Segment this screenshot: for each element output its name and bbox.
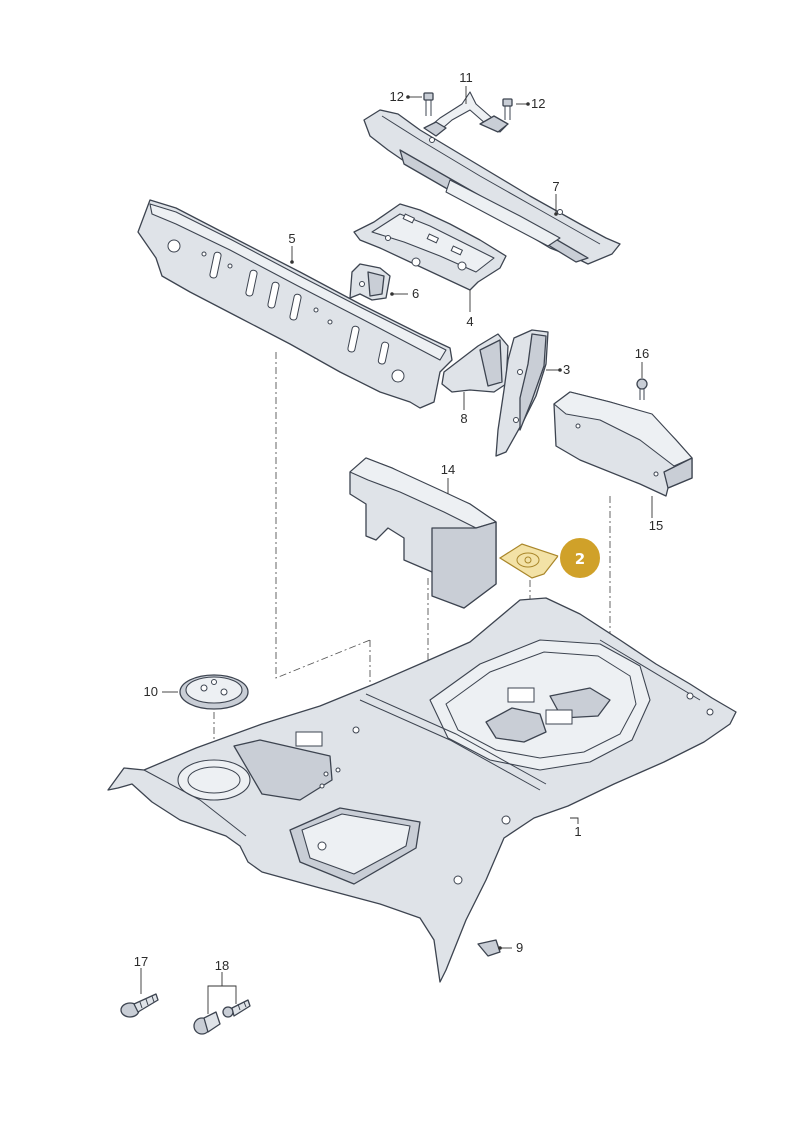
label-9: 9 [516, 940, 523, 955]
badge-circle[interactable] [558, 536, 602, 580]
part-10-grommet [179, 674, 249, 710]
part-1-floor-pan [107, 597, 737, 983]
part-number-labels: 11 12 12 7 5 6 4 3 8 16 14 15 10 1 9 17 … [134, 70, 663, 973]
label-8: 8 [460, 411, 467, 426]
label-15: 15 [649, 518, 663, 533]
part-7-cross-member [363, 109, 621, 265]
part-17-screw [120, 993, 159, 1018]
badge-number: 2 [575, 550, 585, 568]
part-12-bolts [423, 92, 513, 120]
label-17: 17 [134, 954, 148, 969]
label-7: 7 [552, 179, 559, 194]
part-5-rear-panel [137, 199, 453, 409]
part-6-bracket [349, 263, 391, 301]
label-16: 16 [635, 346, 649, 361]
label-11: 11 [459, 70, 473, 85]
label-1: 1 [574, 824, 581, 839]
part-15-insulation [553, 391, 693, 497]
leader-dots [290, 95, 562, 950]
leader-lines [140, 86, 653, 1014]
part-4-plate [353, 203, 507, 291]
label-12-left: 12 [390, 89, 404, 104]
label-4: 4 [466, 314, 473, 329]
label-3: 3 [563, 362, 570, 377]
label-14: 14 [441, 462, 455, 477]
label-12-right: 12 [531, 96, 545, 111]
highlight-badge[interactable]: 2 [558, 536, 602, 580]
part-9-clip [477, 939, 501, 957]
label-10: 10 [144, 684, 158, 699]
part-8-bracket [441, 333, 509, 393]
part-14-insulation [349, 457, 497, 609]
part-18-fasteners [193, 999, 251, 1035]
part-11-bracket [423, 91, 509, 137]
part-2-highlighted-pad [498, 543, 559, 579]
label-18: 18 [215, 958, 229, 973]
part-16-bolt [636, 378, 648, 400]
label-5: 5 [288, 231, 295, 246]
part-3-pillar [495, 329, 549, 457]
label-6: 6 [412, 286, 419, 301]
